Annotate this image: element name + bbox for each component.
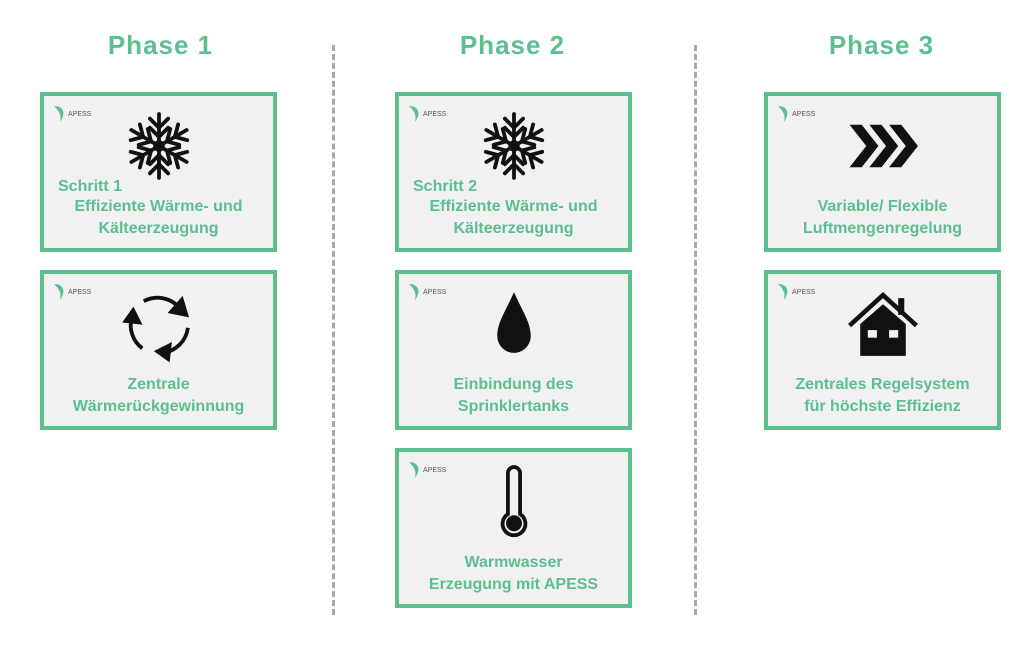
logo-text: APESS: [68, 110, 92, 118]
card-label-line-1: Zentrale: [127, 376, 190, 393]
apess-logo: APESS: [52, 282, 91, 302]
logo-text: APESS: [423, 466, 447, 474]
phase-3-card: APESS Zentrales Regelsystem für höchste Ef…: [764, 270, 1001, 430]
card-label-line-1: Effiziente Wärme- und: [74, 198, 243, 215]
card-label-line-2: Wärmerückgewinnung: [72, 398, 245, 415]
chevrons-right-icon: [845, 108, 921, 184]
card-label-line-2: Luftmengenregelung: [802, 220, 963, 237]
logo-text: APESS: [423, 110, 447, 118]
logo-text: APESS: [68, 288, 92, 296]
divider: [332, 45, 335, 615]
card-label-line-1: Effiziente Wärme- und: [429, 198, 598, 215]
card-label-line-2: Kälteerzeugung: [453, 220, 574, 237]
step-label: Schritt 1: [58, 178, 123, 195]
card-label-line-2: Erzeugung mit APESS: [428, 576, 599, 593]
card-label-line-1: Einbindung des: [453, 376, 574, 393]
phase-3-heading: Phase 3: [828, 30, 935, 60]
apess-logo: APESS: [52, 104, 91, 124]
phase-1-heading: Phase 1: [107, 30, 214, 60]
apess-logo: APESS: [407, 460, 446, 480]
snowflake-icon: [121, 108, 197, 184]
apess-logo: APESS: [776, 282, 815, 302]
phase-2-heading: Phase 2: [459, 30, 566, 60]
apess-logo: APESS: [776, 104, 815, 124]
thermometer-icon: [476, 464, 552, 540]
logo-text: APESS: [792, 110, 816, 118]
snowflake-icon: [476, 108, 552, 184]
card-label-line-1: Variable/ Flexible: [817, 198, 948, 215]
house-icon: [845, 286, 921, 362]
apess-logo: APESS: [407, 104, 446, 124]
divider: [694, 45, 697, 615]
card-label-line-2: Sprinklertanks: [457, 398, 570, 415]
card-label-line-2: für höchste Effizienz: [804, 398, 961, 415]
water-drop-icon: [476, 286, 552, 362]
apess-logo: APESS: [407, 282, 446, 302]
logo-text: APESS: [792, 288, 816, 296]
recycle-arrows-icon: [121, 286, 197, 363]
logo-text: APESS: [423, 288, 447, 296]
card-label-line-1: Zentrales Regelsystem: [795, 376, 970, 393]
card-label-line-2: Kälteerzeugung: [98, 220, 219, 237]
step-label: Schritt 2: [413, 178, 478, 195]
card-label: Zentrales Regelsystem für höchste Effizie…: [768, 374, 997, 418]
card-label-line-1: Warmwasser: [464, 554, 563, 571]
